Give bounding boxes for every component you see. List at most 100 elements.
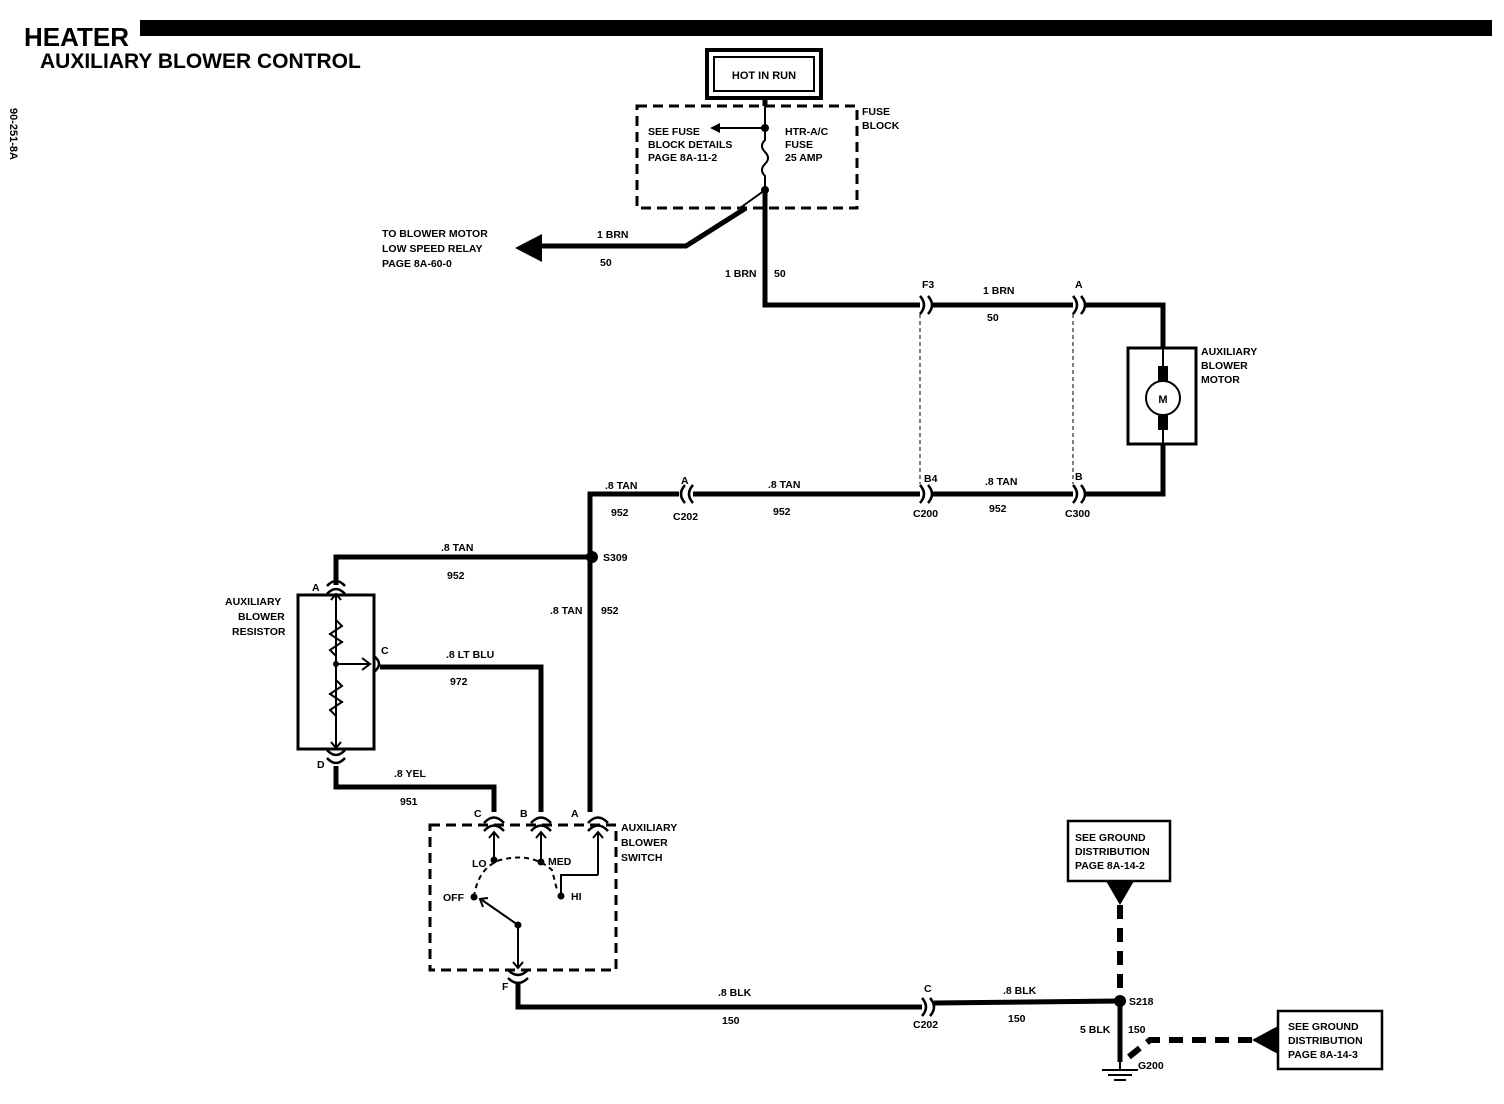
wire-color: .8 TAN [985, 476, 1017, 488]
connector-label: C [474, 808, 482, 820]
fuse-block-label-2: BLOCK [862, 120, 900, 132]
wire-color: 1 BRN [597, 229, 629, 241]
hot-in-run-label: HOT IN RUN [732, 70, 796, 82]
fuse-icon [761, 128, 769, 190]
ground-ref-upper-3: PAGE 8A-14-2 [1075, 860, 1145, 872]
connector-a-motor [1072, 295, 1087, 315]
fuse-label-2: FUSE [785, 139, 813, 151]
wire-circuit: 972 [450, 676, 468, 688]
connector-sw-f [507, 969, 529, 985]
arrow-icon [1252, 1026, 1278, 1054]
connector-label: A [1075, 279, 1083, 291]
connector-label: A [571, 808, 579, 820]
fuse-ref-3: PAGE 8A-11-2 [648, 152, 717, 164]
page-id: 90-251-8A [7, 108, 19, 160]
connector-label: C202 [913, 1019, 938, 1031]
resistor-icon [328, 619, 344, 657]
resistor-label-2: BLOWER [238, 611, 285, 623]
wire-brn-50 [762, 190, 920, 308]
connector-label: A [312, 582, 320, 594]
wire-color: .8 TAN [605, 480, 637, 492]
resistor-icon [328, 679, 344, 717]
auxiliary-blower-motor: M [1126, 346, 1198, 446]
wire-circuit: 50 [600, 257, 612, 269]
connector-label: C202 [673, 511, 698, 523]
motor-symbol: M [1158, 394, 1167, 406]
connector-sw-a [587, 816, 609, 832]
connector-label: B [520, 808, 528, 820]
wire-yel-951 [333, 766, 497, 812]
ground-icon [1102, 1062, 1138, 1081]
connector-sw-b [530, 816, 552, 832]
resistor-label-1: AUXILIARY [225, 596, 281, 608]
connector-res-d [326, 749, 346, 765]
wire-blk-150 [933, 998, 1121, 1006]
ground-ref-right: SEE GROUND DISTRIBUTION PAGE 8A-14-3 [1123, 1009, 1384, 1071]
fuse-block-label-1: FUSE [862, 106, 890, 118]
switch-label-1: AUXILIARY [621, 822, 677, 834]
relay-ref-1: TO BLOWER MOTOR [382, 228, 488, 240]
switch-pos-med: MED [548, 856, 572, 868]
wire-blk-150 [515, 984, 922, 1010]
ground-ref-upper: SEE GROUND DISTRIBUTION PAGE 8A-14-2 [1066, 819, 1172, 995]
page-title: HEATER [24, 22, 129, 52]
wire-color: .8 LT BLU [446, 649, 494, 661]
wire-color: .8 YEL [394, 768, 426, 780]
switch-pos-off: OFF [443, 892, 465, 904]
connector-label: C [924, 983, 932, 995]
connector-c-c202 [921, 997, 936, 1017]
wire-color: .8 BLK [1003, 985, 1037, 997]
wire-color: .8 TAN [550, 605, 582, 617]
motor-label-2: BLOWER [1201, 360, 1248, 372]
connector-label: D [317, 759, 325, 771]
wire-color: .8 BLK [718, 987, 752, 999]
connector-sw-c [483, 816, 505, 832]
auxiliary-blower-resistor [296, 579, 381, 765]
splice-label: S218 [1129, 996, 1154, 1008]
wire-circuit: 150 [1128, 1024, 1146, 1036]
motor-label-3: MOTOR [1201, 374, 1240, 386]
connector-b4 [919, 484, 934, 504]
relay-ref-2: LOW SPEED RELAY [382, 243, 483, 255]
connector-label: F [502, 981, 509, 993]
fuse-block: FUSE BLOCK SEE FUSE BLOCK DETAILS PAGE 8… [635, 104, 900, 210]
connector-res-c [373, 655, 381, 673]
wire-circuit: 952 [601, 605, 619, 617]
connector-label: A [681, 475, 689, 487]
wire-circuit: 952 [989, 503, 1007, 515]
ground-ref-right-3: PAGE 8A-14-3 [1288, 1049, 1358, 1061]
title-bar [140, 20, 1492, 36]
switch-label-3: SWITCH [621, 852, 662, 864]
hot-in-run-box: HOT IN RUN [705, 48, 823, 100]
connector-b-motor [1072, 484, 1087, 504]
ground-ref-right-2: DISTRIBUTION [1288, 1035, 1363, 1047]
connector-f3 [919, 295, 934, 315]
arrow-icon [1106, 881, 1134, 905]
wire-circuit: 150 [1008, 1013, 1026, 1025]
switch-pos-lo: LO [472, 858, 487, 870]
fuse-ref-2: BLOCK DETAILS [648, 139, 732, 151]
ground-ref-upper-1: SEE GROUND [1075, 832, 1146, 844]
splice-label: S309 [603, 552, 628, 564]
connector-label: C200 [913, 508, 938, 520]
ground-label: G200 [1138, 1060, 1164, 1072]
wire-circuit: 952 [773, 506, 791, 518]
connector-label: C [381, 645, 389, 657]
relay-ref-3: PAGE 8A-60-0 [382, 258, 452, 270]
wire-brn-50-relay [540, 205, 748, 249]
switch-label-2: BLOWER [621, 837, 668, 849]
wire-color: 1 BRN [725, 268, 757, 280]
wire-circuit: 50 [987, 312, 999, 324]
wire-color: 1 BRN [983, 285, 1015, 297]
resistor-label-3: RESISTOR [232, 626, 286, 638]
wire-circuit: 952 [611, 507, 629, 519]
wire-circuit: 952 [447, 570, 465, 582]
ground-ref-upper-2: DISTRIBUTION [1075, 846, 1150, 858]
connector-label: C300 [1065, 508, 1090, 520]
wire-color: .8 TAN [768, 479, 800, 491]
wire-circuit: 50 [774, 268, 786, 280]
page-subtitle: AUXILIARY BLOWER CONTROL [40, 50, 361, 73]
connector-label: B4 [924, 473, 938, 485]
splice-s309 [586, 551, 598, 563]
